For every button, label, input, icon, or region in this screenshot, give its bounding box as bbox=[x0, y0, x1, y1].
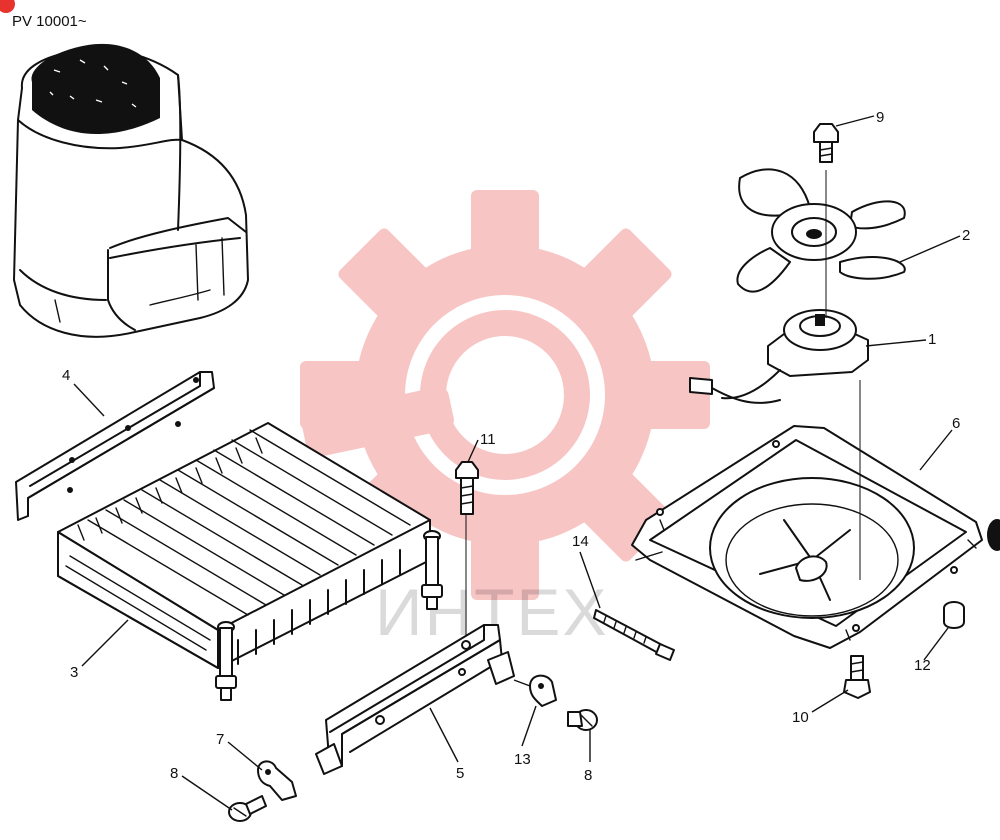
part-1-fan-motor bbox=[689, 309, 869, 404]
part-4-bracket bbox=[15, 371, 215, 521]
callout-4: 4 bbox=[62, 367, 70, 384]
part-10-bolt bbox=[843, 655, 871, 699]
callout-6: 6 bbox=[952, 415, 960, 432]
cover-housing bbox=[13, 43, 249, 338]
part-6-fan-shroud bbox=[631, 425, 983, 649]
part-14-cable-tie bbox=[593, 609, 675, 661]
callout-11: 11 bbox=[480, 431, 496, 448]
callout-1: 1 bbox=[928, 331, 936, 348]
corner-marker-black bbox=[987, 519, 1000, 551]
model-range-label: PV 10001~ bbox=[12, 13, 87, 30]
corner-marker-red bbox=[0, 0, 15, 13]
callout-2: 2 bbox=[962, 227, 970, 244]
callout-labels: 1 2 3 4 5 6 7 8 8 9 10 11 12 13 14 bbox=[62, 109, 970, 784]
part-9-bolt bbox=[813, 123, 839, 163]
radiator-stud-bolt-front bbox=[215, 621, 237, 701]
callout-14: 14 bbox=[572, 533, 589, 550]
watermark-logo bbox=[300, 190, 710, 600]
callout-8-right: 8 bbox=[584, 767, 592, 784]
leader-lines bbox=[73, 115, 961, 811]
callout-8-left: 8 bbox=[170, 765, 178, 782]
part-13-clip bbox=[513, 674, 557, 707]
callout-13: 13 bbox=[514, 751, 531, 768]
callout-9: 9 bbox=[876, 109, 884, 126]
part-7-clamp bbox=[257, 760, 297, 801]
callout-12: 12 bbox=[914, 657, 931, 674]
callout-3: 3 bbox=[70, 664, 78, 681]
part-5-mounting-bracket bbox=[315, 624, 515, 775]
radiator-stud-bolt-rear bbox=[421, 530, 443, 610]
part-11-bolt bbox=[455, 461, 479, 640]
part-12-nut bbox=[943, 601, 965, 629]
callout-10: 10 bbox=[792, 709, 809, 726]
part-3-radiator-core bbox=[57, 422, 431, 669]
callout-5: 5 bbox=[456, 765, 464, 782]
part-8-screw-left bbox=[228, 795, 267, 822]
callout-7: 7 bbox=[216, 731, 224, 748]
part-8-screw-right bbox=[567, 709, 598, 731]
part-2-fan-blade bbox=[736, 168, 906, 580]
